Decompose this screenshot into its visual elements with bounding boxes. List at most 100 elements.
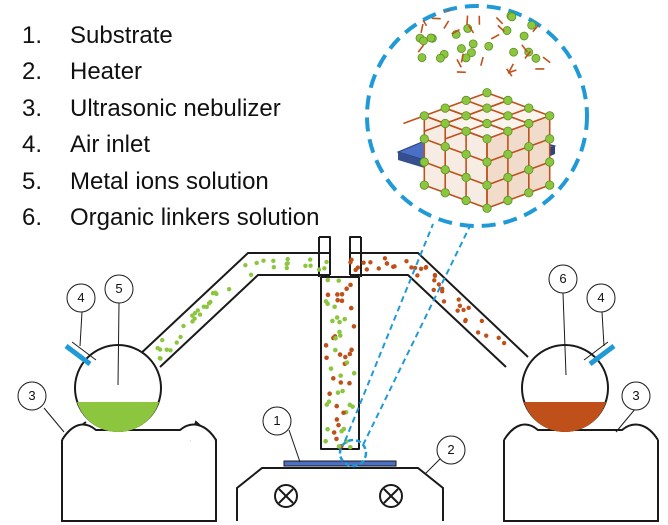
callout-2-label: 2 <box>447 442 454 457</box>
aerosol-particle <box>463 318 468 324</box>
metal-node <box>461 95 471 106</box>
aerosol-particle <box>336 444 342 449</box>
zoom-metal-ion <box>468 39 478 49</box>
aerosol-particle <box>333 347 338 353</box>
zoom-linker <box>466 15 469 25</box>
zoom-metal-ion <box>419 36 428 46</box>
callout-4-right <box>586 283 616 313</box>
left-flask-liquid <box>77 402 159 433</box>
aerosol-particle <box>343 354 348 360</box>
zoom-linker <box>542 56 551 64</box>
heater-element-left-icon <box>274 484 298 508</box>
metal-node <box>482 203 492 213</box>
metal-node <box>545 180 555 190</box>
zoom-source-circle <box>338 438 368 468</box>
aerosol-particle <box>226 286 232 292</box>
metal-node <box>419 134 429 144</box>
aerosol-particle <box>334 436 339 442</box>
aerosol-particle <box>351 370 357 376</box>
left-air-inlet-outline <box>71 341 97 361</box>
callout-3-left-label: 3 <box>28 388 35 403</box>
aerosol-particle <box>341 410 346 416</box>
right-air-inlet-tube <box>588 344 616 366</box>
crystal-face-right <box>487 115 550 209</box>
aerosol-particle <box>327 391 332 397</box>
right-nebulizer-body <box>503 440 659 522</box>
aerosol-particle <box>243 262 248 268</box>
center-stub-right <box>349 236 361 253</box>
aerosol-particle <box>195 308 201 313</box>
aerosol-particle <box>174 340 179 345</box>
aerosol-particle <box>335 297 340 303</box>
aerosol-particle <box>440 286 445 292</box>
aerosol-particle <box>364 267 370 272</box>
right-apparatus <box>503 341 659 522</box>
zoom-contents <box>396 9 557 213</box>
callout-4-left <box>66 283 96 313</box>
metal-node <box>482 103 492 113</box>
zoom-line-left <box>344 223 434 442</box>
aerosol-particle <box>344 286 349 291</box>
metal-node <box>524 188 534 198</box>
callout-6 <box>548 264 578 294</box>
aerosol-particle <box>323 343 329 348</box>
callout-labels: 1 2 3 3 4 4 5 6 <box>28 271 639 457</box>
metal-node <box>503 149 513 159</box>
tubing <box>136 236 529 450</box>
aerosol-particle <box>285 256 290 262</box>
aerosol-particle <box>325 277 331 283</box>
zoom-linker <box>451 28 460 35</box>
right-flask-liquid <box>524 402 606 433</box>
aerosol-particle <box>201 304 207 309</box>
callout-4-right-label: 4 <box>597 290 604 305</box>
right-tube-inner <box>350 274 507 368</box>
zoom-metal-ion <box>531 53 541 63</box>
zoom-linker <box>420 23 424 34</box>
aerosol-particle <box>479 318 485 324</box>
aerosol-particle <box>455 308 460 313</box>
aerosol-particle <box>484 333 489 338</box>
metal-node <box>545 134 555 144</box>
aerosol-particle <box>337 329 342 335</box>
metal-node <box>503 172 513 182</box>
aerosol-particle <box>271 258 276 264</box>
aerosol-particle <box>361 260 366 265</box>
metal-node <box>482 157 492 167</box>
aerosol-particle <box>261 258 266 263</box>
zoom-linker <box>521 44 528 53</box>
zoom-metal-ion <box>467 48 476 58</box>
zoom-metal-ion <box>527 20 537 30</box>
aerosol-particle <box>441 299 447 304</box>
callout-3-right <box>621 381 651 411</box>
metal-node <box>440 188 450 198</box>
metal-node <box>461 172 471 182</box>
aerosol-particle <box>368 260 373 265</box>
zoom-linker <box>480 56 484 66</box>
metal-node <box>461 149 471 159</box>
linker-bond <box>444 107 509 132</box>
aerosol-particle <box>348 305 354 311</box>
metal-node <box>482 134 492 144</box>
aerosol-particle <box>197 312 203 317</box>
aerosol-particle <box>338 373 343 378</box>
aerosol-particle <box>160 337 165 343</box>
zoom-linker <box>467 25 475 34</box>
aerosol-particle <box>344 360 350 365</box>
aerosol-particle <box>284 265 289 271</box>
aerosol-particle <box>157 347 163 352</box>
metal-node <box>503 195 513 206</box>
legend-item-nebulizer: 3. Ultrasonic nebulizer <box>22 94 281 122</box>
aerosol-particle <box>168 348 173 353</box>
metal-node <box>545 157 555 167</box>
aerosol-particle <box>432 278 437 283</box>
legend-item-air-inlet: 4. Air inlet <box>22 131 151 159</box>
aerosol-particle <box>325 426 330 432</box>
metal-node <box>524 165 534 175</box>
heater-element-right-icon <box>379 484 403 508</box>
aerosol-particle <box>342 316 348 322</box>
aerosol-particle <box>376 266 381 271</box>
metal-node <box>482 88 492 98</box>
aerosol-particle <box>341 426 347 432</box>
aerosol-particle <box>384 261 390 266</box>
zoom-metal-ion <box>417 53 427 62</box>
